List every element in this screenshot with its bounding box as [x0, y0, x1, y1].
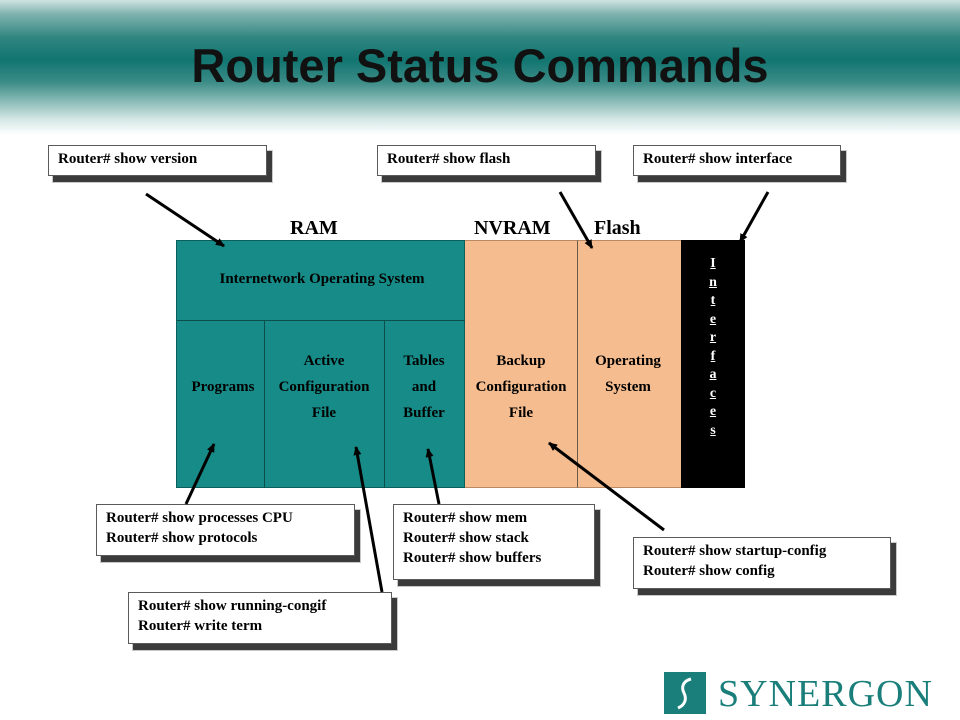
- iface-letter: a: [709, 367, 717, 382]
- active-config-label: Active Configuration File: [264, 348, 384, 426]
- tables-line-1: Tables: [403, 353, 445, 369]
- synergon-logo-text: SYNERGON: [718, 673, 933, 715]
- cmd-line: Router# show running-congif: [138, 598, 327, 614]
- active-config-line-3: File: [311, 405, 337, 421]
- iface-letter: c: [709, 385, 717, 401]
- iface-letter: I: [710, 256, 716, 271]
- cmd-line: Router# show version: [58, 151, 198, 167]
- tables-label: Tables and Buffer: [384, 348, 464, 426]
- synergon-logo-icon: [664, 672, 706, 714]
- cmd-line: Router# show mem: [403, 510, 528, 526]
- os-line-2: System: [605, 379, 651, 395]
- cmd-show-interface: Router# show interface: [633, 145, 841, 176]
- cmd-show-flash: Router# show flash: [377, 145, 596, 176]
- ram-block: Internetwork Operating System Programs A…: [176, 240, 465, 488]
- iface-letter: s: [710, 422, 716, 438]
- interfaces-block: I n t e r f a c e s: [681, 240, 745, 488]
- label-nvram: NVRAM: [474, 217, 551, 239]
- arrow-show-version: [145, 192, 225, 248]
- cmd-show-version: Router# show version: [48, 145, 267, 176]
- flash-block: Operating System: [577, 240, 681, 488]
- iface-letter: e: [709, 311, 717, 327]
- cmd-line: Router# show buffers: [403, 550, 542, 566]
- ram-divider-1: [264, 320, 265, 488]
- cmd-line: Router# show startup-config: [643, 543, 827, 559]
- cmd-line: Router# show interface: [643, 151, 793, 167]
- arrow-show-interface: [738, 191, 770, 243]
- cmd-line: Router# show processes CPU: [106, 510, 293, 526]
- header-band: [0, 0, 960, 135]
- iface-letter: e: [709, 404, 717, 419]
- backup-line-3: File: [508, 405, 534, 421]
- label-flash: Flash: [594, 217, 641, 239]
- backup-line-2: Configuration: [475, 379, 567, 395]
- iface-letter: f: [710, 348, 716, 364]
- iface-letter: r: [709, 330, 717, 345]
- cmd-running: Router# show running-congif Router# writ…: [128, 592, 392, 644]
- cmd-line: Router# show config: [643, 563, 775, 579]
- ios-label: Internetwork Operating System: [219, 271, 425, 287]
- iface-letter: n: [709, 274, 717, 290]
- active-config-line-1: Active: [303, 353, 345, 369]
- tables-line-2: and: [411, 379, 437, 395]
- active-config-line-2: Configuration: [278, 379, 370, 395]
- os-label: Operating System: [578, 348, 678, 400]
- cmd-line: Router# show flash: [387, 151, 511, 167]
- backup-config-label: Backup Configuration File: [465, 348, 577, 426]
- ram-divider-2: [384, 320, 385, 488]
- programs-text: Programs: [191, 379, 255, 395]
- cmd-line: Router# show protocols: [106, 530, 258, 546]
- nvram-block: Backup Configuration File: [465, 240, 577, 488]
- slide-title: Router Status Commands: [191, 39, 769, 92]
- os-line-1: Operating: [595, 353, 661, 369]
- ram-divider-horizontal: [177, 320, 465, 321]
- backup-line-1: Backup: [496, 353, 546, 369]
- iface-letter: t: [710, 293, 716, 308]
- cmd-line: Router# write term: [138, 618, 263, 634]
- logo-swoosh-icon: [677, 677, 692, 710]
- cmd-mem: Router# show mem Router# show stack Rout…: [393, 504, 595, 580]
- cmd-processes: Router# show processes CPU Router# show …: [96, 504, 355, 556]
- programs-label: Programs: [183, 374, 263, 400]
- cmd-startup: Router# show startup-config Router# show…: [633, 537, 891, 589]
- tables-line-3: Buffer: [403, 405, 445, 421]
- label-ram: RAM: [290, 217, 338, 239]
- cmd-line: Router# show stack: [403, 530, 529, 546]
